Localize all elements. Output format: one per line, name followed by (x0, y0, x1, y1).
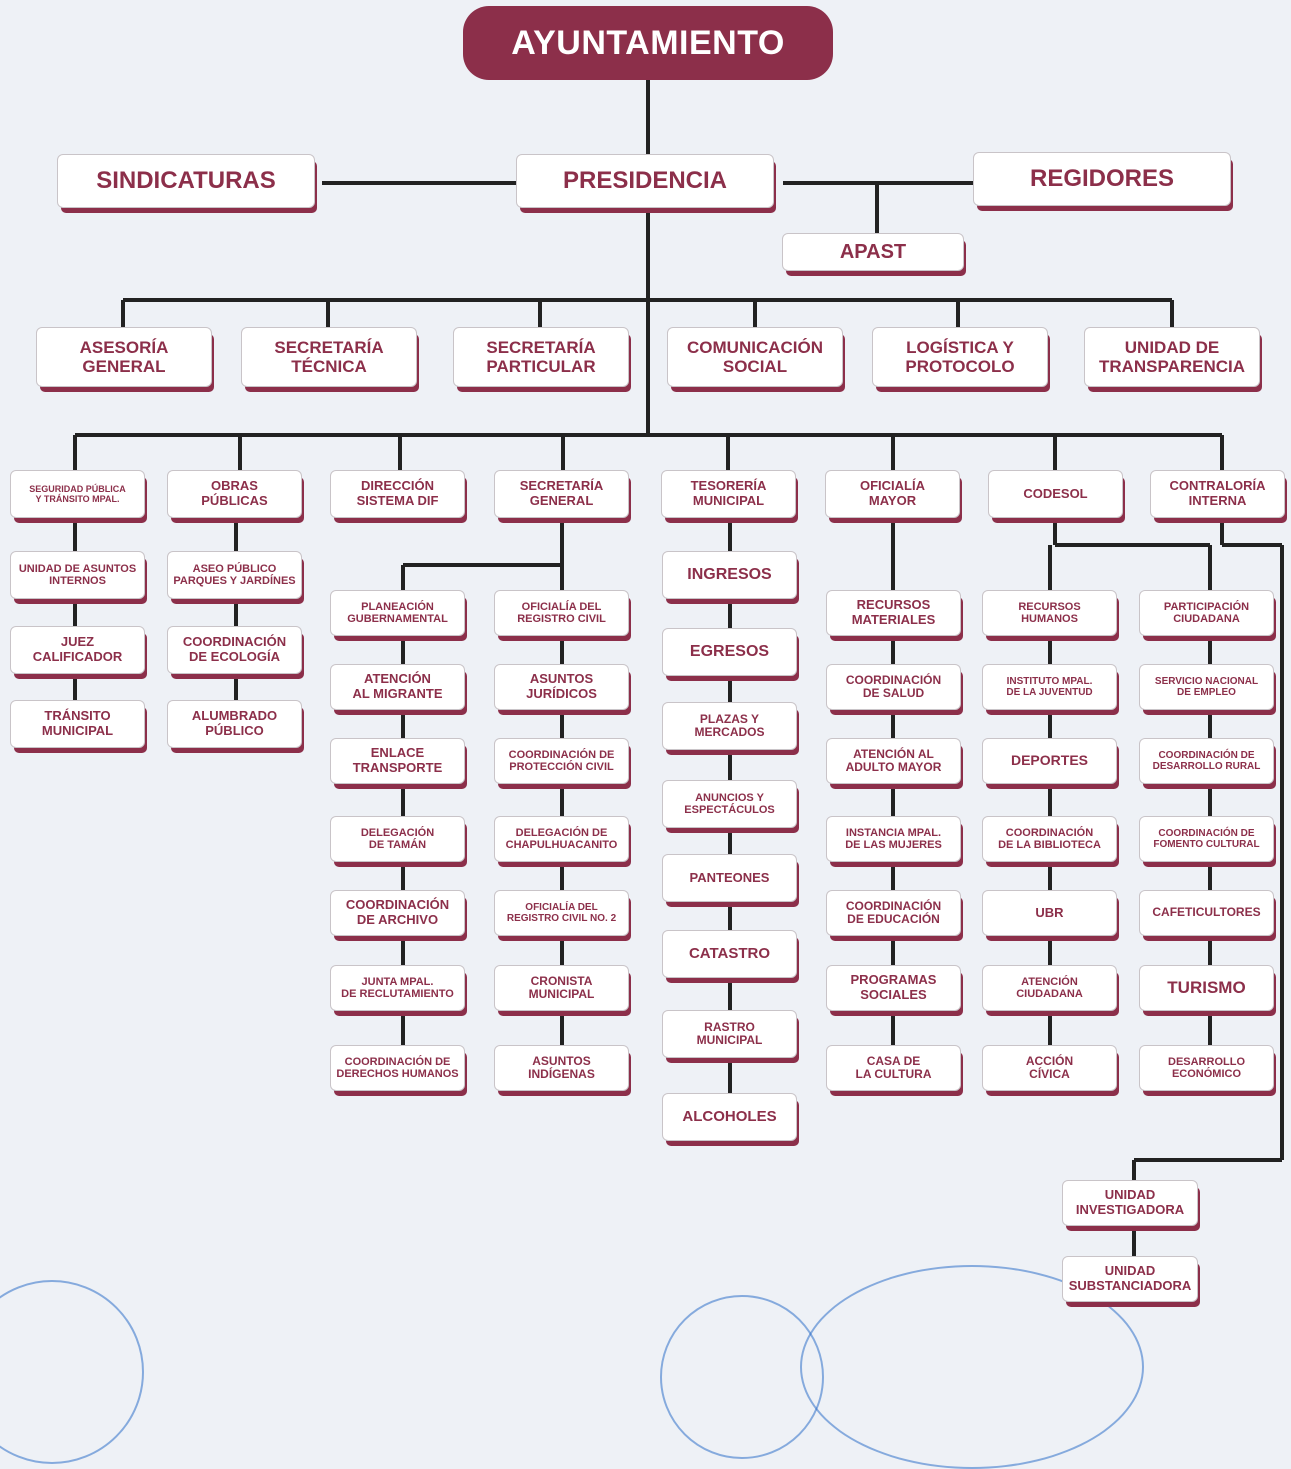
dept-secretaria-general: SECRETARÍA GENERAL (494, 470, 629, 518)
sg-right-juridicos: ASUNTOS JURÍDICOS (494, 664, 629, 710)
tesoreria-item-panteones: PANTEONES (662, 854, 797, 902)
sg-right-indigenas: ASUNTOS INDÍGENAS (494, 1045, 629, 1091)
seguridad-item-asuntos-internos: UNIDAD DE ASUNTOS INTERNOS (10, 551, 145, 599)
tesoreria-item-rastro: RASTRO MUNICIPAL (662, 1010, 797, 1058)
sg-right-proteccion-civil: COORDINACIÓN DE PROTECCIÓN CIVIL (494, 738, 629, 784)
oficialia-item-educacion: COORDINACIÓN DE EDUCACIÓN (826, 890, 961, 936)
staff-box-tecnica: SECRETARÍA TÉCNICA (241, 327, 417, 387)
sg-left-derechos-humanos: COORDINACIÓN DE DERECHOS HUMANOS (330, 1045, 465, 1091)
seal-stamp-center (660, 1295, 824, 1459)
presidencia-box: PRESIDENCIA (516, 154, 774, 208)
codesol-item-recursos-humanos: RECURSOS HUMANOS (982, 590, 1117, 636)
dept-codesol: CODESOL (988, 470, 1123, 518)
contraloria-item-investigadora: UNIDAD INVESTIGADORA (1062, 1180, 1198, 1226)
oficialia-item-mujeres: INSTANCIA MPAL. DE LAS MUJERES (826, 816, 961, 862)
dept-obras: OBRAS PÚBLICAS (167, 470, 302, 518)
tesoreria-item-catastro: CATASTRO (662, 930, 797, 978)
oficialia-item-programas: PROGRAMAS SOCIALES (826, 965, 961, 1011)
obras-item-alumbrado: ALUMBRADO PÚBLICO (167, 700, 302, 748)
oficialia-item-materiales: RECURSOS MATERIALES (826, 590, 961, 636)
obras-item-ecologia: COORDINACIÓN DE ECOLOGÍA (167, 626, 302, 674)
codesol-item-ubr: UBR (982, 890, 1117, 936)
dept-tesoreria: TESORERÍA MUNICIPAL (661, 470, 796, 518)
sg-right-registro-civil-2: OFICIALÍA DEL REGISTRO CIVIL NO. 2 (494, 890, 629, 936)
tesoreria-item-anuncios: ANUNCIOS Y ESPECTÁCULOS (662, 780, 797, 828)
codesol-item-turismo: TURISMO (1139, 965, 1274, 1011)
sg-left-archivo: COORDINACIÓN DE ARCHIVO (330, 890, 465, 936)
dept-dif: DIRECCIÓN SISTEMA DIF (330, 470, 465, 518)
ayuntamiento-box: AYUNTAMIENTO (463, 6, 833, 80)
codesol-item-empleo: SERVICIO NACIONAL DE EMPLEO (1139, 664, 1274, 710)
staff-box-logistica: LOGÍSTICA Y PROTOCOLO (872, 327, 1048, 387)
codesol-item-participacion: PARTICIPACIÓN CIUDADANA (1139, 590, 1274, 636)
staff-box-comunicacion: COMUNICACIÓN SOCIAL (667, 327, 843, 387)
staff-box-particular: SECRETARÍA PARTICULAR (453, 327, 629, 387)
dept-contraloria: CONTRALORÍA INTERNA (1150, 470, 1285, 518)
staff-box-transparencia: UNIDAD DE TRANSPARENCIA (1084, 327, 1260, 387)
oficialia-item-casa-cultura: CASA DE LA CULTURA (826, 1045, 961, 1091)
oficialia-item-adulto-mayor: ATENCIÓN AL ADULTO MAYOR (826, 738, 961, 784)
tesoreria-item-ingresos: INGRESOS (662, 551, 797, 599)
sg-left-enlace: ENLACE TRANSPORTE (330, 738, 465, 784)
obras-item-aseo: ASEO PÚBLICO PARQUES Y JARDÍNES (167, 551, 302, 599)
sg-right-registro-civil: OFICIALÍA DEL REGISTRO CIVIL (494, 590, 629, 636)
codesol-item-cafeticultores: CAFETICULTORES (1139, 890, 1274, 936)
tesoreria-item-alcoholes: ALCOHOLES (662, 1093, 797, 1141)
sindicaturas-box: SINDICATURAS (57, 154, 315, 208)
codesol-item-desarrollo-economico: DESARROLLO ECONÓMICO (1139, 1045, 1274, 1091)
codesol-item-desarrollo-rural: COORDINACIÓN DE DESARROLLO RURAL (1139, 738, 1274, 784)
codesol-item-biblioteca: COORDINACIÓN DE LA BIBLIOTECA (982, 816, 1117, 862)
sg-left-reclutamiento: JUNTA MPAL. DE RECLUTAMIENTO (330, 965, 465, 1011)
sg-left-taman: DELEGACIÓN DE TAMÁN (330, 816, 465, 862)
regidores-box: REGIDORES (973, 152, 1231, 206)
codesol-item-fomento-cultural: COORDINACIÓN DE FOMENTO CULTURAL (1139, 816, 1274, 862)
sg-right-chapulhuacanito: DELEGACIÓN DE CHAPULHUACANITO (494, 816, 629, 862)
tesoreria-item-egresos: EGRESOS (662, 628, 797, 676)
codesol-item-accion-civica: ACCIÓN CÍVICA (982, 1045, 1117, 1091)
seguridad-item-transito: TRÁNSITO MUNICIPAL (10, 700, 145, 748)
apast-box: APAST (782, 233, 964, 271)
sg-left-planeacion: PLANEACIÓN GUBERNAMENTAL (330, 590, 465, 636)
dept-oficialia-mayor: OFICIALÍA MAYOR (825, 470, 960, 518)
dept-seguridad: SEGURIDAD PÚBLICA Y TRÁNSITO MPAL. (10, 470, 145, 518)
sg-left-migrante: ATENCIÓN AL MIGRANTE (330, 664, 465, 710)
oficialia-item-salud: COORDINACIÓN DE SALUD (826, 664, 961, 710)
seguridad-item-juez: JUEZ CALIFICADOR (10, 626, 145, 674)
codesol-item-atencion-ciudadana: ATENCIÓN CIUDADANA (982, 965, 1117, 1011)
tesoreria-item-plazas: PLAZAS Y MERCADOS (662, 702, 797, 750)
contraloria-item-substanciadora: UNIDAD SUBSTANCIADORA (1062, 1256, 1198, 1302)
codesol-item-deportes: DEPORTES (982, 738, 1117, 784)
sg-right-cronista: CRONISTA MUNICIPAL (494, 965, 629, 1011)
codesol-item-juventud: INSTITUTO MPAL. DE LA JUVENTUD (982, 664, 1117, 710)
staff-box-asesoria: ASESORÍA GENERAL (36, 327, 212, 387)
